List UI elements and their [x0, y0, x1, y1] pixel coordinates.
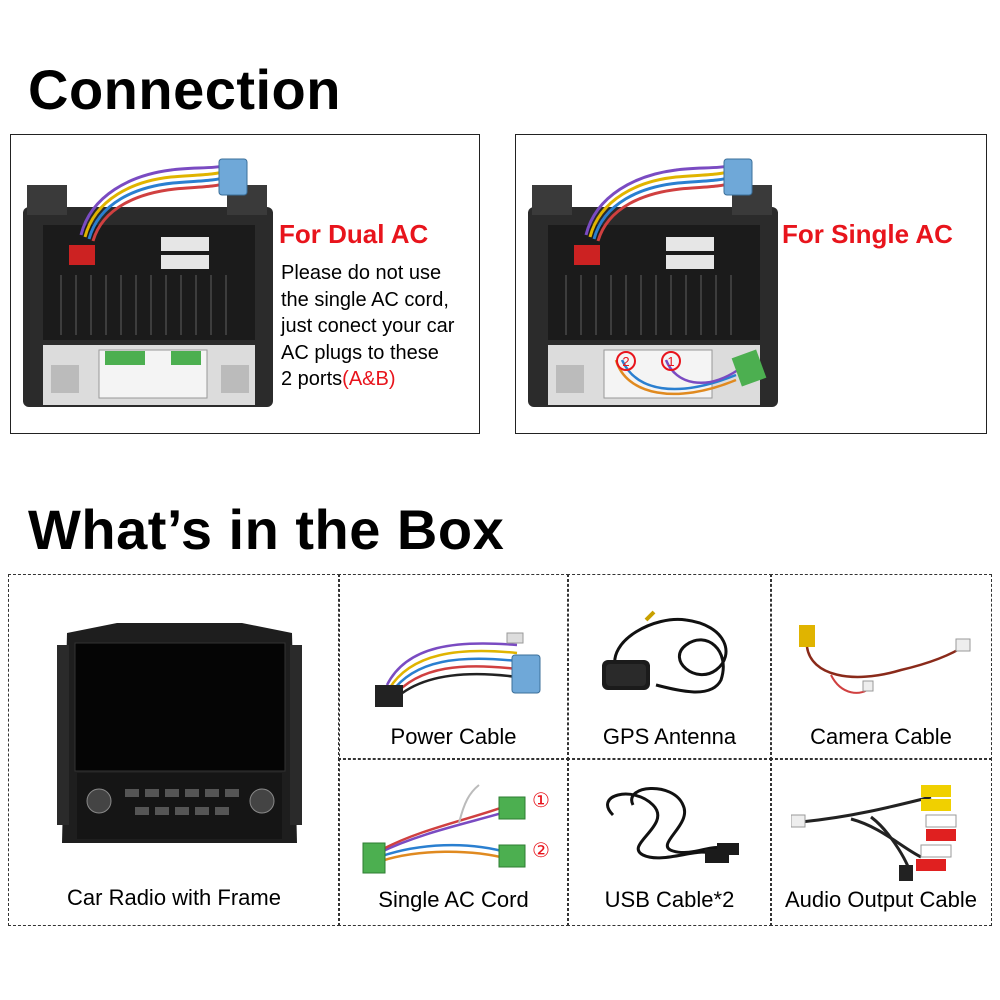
instruction-line: 2 ports(A&B) — [281, 366, 481, 393]
item-single-ac-cord: ① ② Single AC Cord — [338, 758, 569, 926]
cord-mark: ① — [532, 788, 550, 812]
port-mark: 1 — [667, 354, 674, 369]
single-ac-panel: 2 1 For Single AC — [515, 134, 987, 434]
instruction-line: Please do not use — [281, 262, 442, 284]
connection-title: Connection — [28, 58, 341, 121]
single-ac-cord-label: Single AC Cord — [378, 887, 529, 912]
gps-antenna-label: GPS Antenna — [602, 724, 737, 749]
camera-cable-image — [799, 625, 971, 694]
audio-output-cable-image — [791, 785, 957, 881]
power-cable-image — [375, 632, 541, 707]
car-radio-image — [57, 623, 302, 843]
single-ac-heading: For Single AC — [782, 219, 953, 249]
item-audio-output-cable: Audio Output Cable — [770, 758, 992, 926]
camera-cable-label: Camera Cable — [810, 724, 952, 749]
whats-in-the-box-title: What’s in the Box — [28, 498, 505, 561]
gps-antenna-image — [602, 610, 728, 694]
instruction-line: just conect your car — [281, 315, 455, 337]
audio-output-cable-label: Audio Output Cable — [784, 887, 978, 912]
dual-ac-instructions: Please do not use the single AC cord, ju… — [281, 260, 481, 393]
usb-cable-label: USB Cable*2 — [604, 887, 735, 912]
car-radio-label: Car Radio with Frame — [67, 885, 281, 910]
cord-mark: ② — [532, 838, 550, 862]
radio-back-dual-image — [23, 158, 273, 407]
item-car-radio: Car Radio with Frame — [8, 574, 340, 926]
power-cable-label: Power Cable — [390, 724, 517, 749]
ports-highlight: (A&B) — [342, 368, 396, 390]
item-gps-antenna: GPS Antenna — [567, 574, 772, 760]
dual-ac-panel: For Dual AC Please do not use the single… — [10, 134, 480, 434]
port-mark: 2 — [622, 354, 629, 369]
item-power-cable: Power Cable — [338, 574, 569, 760]
usb-cable-image — [606, 787, 739, 863]
radio-back-single-image: 2 1 — [528, 158, 778, 407]
item-camera-cable: Camera Cable — [770, 574, 992, 760]
instruction-line: the single AC cord, — [281, 288, 449, 311]
instruction-text: 2 ports — [281, 368, 343, 390]
item-usb-cable: USB Cable*2 — [567, 758, 772, 926]
instruction-line: AC plugs to these — [281, 341, 439, 364]
single-ac-cord-image: ① ② — [362, 784, 550, 874]
dual-ac-heading: For Dual AC — [279, 219, 429, 249]
